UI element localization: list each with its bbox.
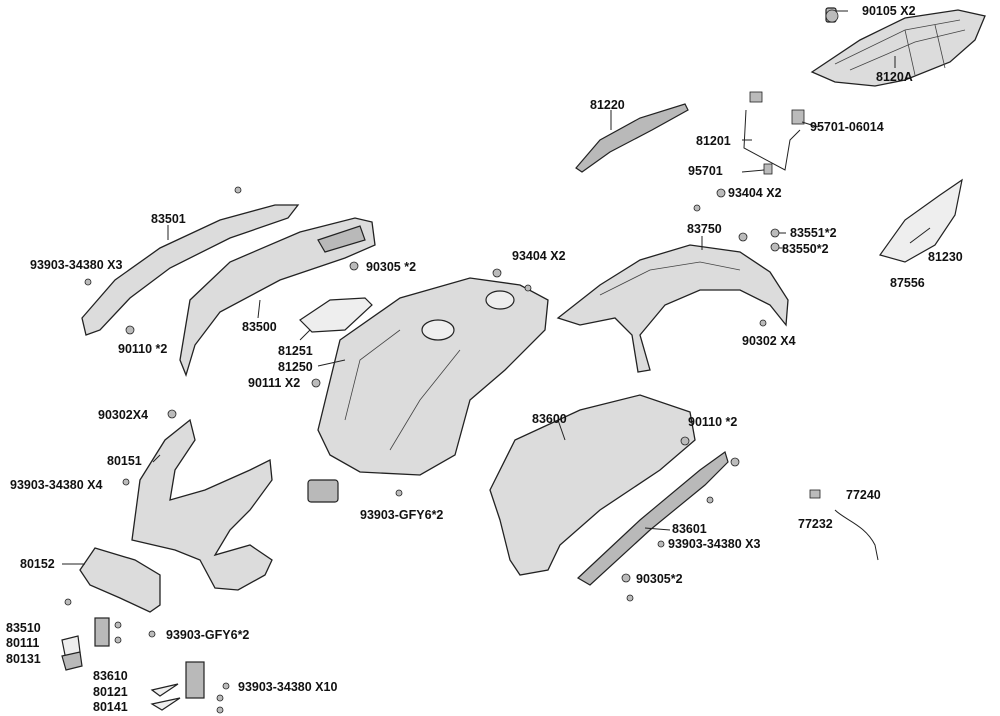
label-81220: 81220 (590, 98, 625, 112)
label-93903-x3-left: 93903-34380 X3 (30, 258, 123, 272)
label-83501: 83501 (151, 212, 186, 226)
label-81201: 81201 (696, 134, 731, 148)
screws-and-clips (64, 9, 839, 714)
label-90302x4: 90302X4 (98, 408, 149, 422)
reflector-80141-part (150, 697, 181, 711)
label-81230: 81230 (928, 250, 963, 264)
label-93903-gfy6-bottom: 93903-GFY6*2 (166, 628, 250, 642)
cable-part (834, 509, 879, 561)
front-lower-cover-part (79, 547, 161, 613)
side-strip-part (577, 451, 729, 586)
label-90302-x4: 90302 X4 (742, 334, 796, 348)
label-80131: 80131 (6, 652, 41, 666)
label-81250: 81250 (278, 360, 313, 374)
label-83600: 83600 (532, 412, 567, 426)
label-80151: 80151 (107, 454, 142, 468)
label-80152: 80152 (20, 557, 55, 571)
label-83601: 83601 (672, 522, 707, 536)
label-80121: 80121 (93, 685, 128, 699)
label-90305-top: 90305 *2 (366, 260, 417, 274)
bracket-83610-part (185, 661, 205, 699)
front-inner-cover-part (131, 418, 273, 591)
label-93903-x10: 93903-34380 X10 (238, 680, 338, 694)
label-95701-06014: 95701-06014 (810, 120, 884, 134)
label-93903-x4: 93903-34380 X4 (10, 478, 103, 492)
label-80141: 80141 (93, 700, 128, 714)
reflector-80121-part (150, 683, 179, 697)
helmet-box-part (317, 277, 549, 476)
label-81251: 81251 (278, 344, 313, 358)
label-93404-top: 93404 X2 (728, 186, 782, 200)
label-83500: 83500 (242, 320, 277, 334)
label-93903-x3-right: 93903-34380 X3 (668, 537, 761, 551)
hook-bracket-part (743, 91, 805, 175)
label-90110-left: 90110 *2 (118, 342, 168, 356)
label-90110-right: 90110 *2 (688, 415, 738, 429)
label-77240: 77240 (846, 488, 881, 502)
label-87556: 87556 (890, 276, 925, 290)
label-80111: 80111 (6, 636, 40, 650)
rear-fender-part (879, 178, 963, 263)
left-side-cover-part (81, 204, 300, 336)
label-83550: 83550*2 (782, 242, 829, 256)
label-8120a: 8120A (876, 70, 913, 84)
right-side-cover-part (489, 394, 696, 576)
label-83750: 83750 (687, 222, 722, 236)
label-90105: 90105 X2 (862, 4, 916, 18)
latch-part (307, 479, 339, 503)
label-83510: 83510 (6, 621, 41, 635)
label-90111: 90111 X2 (248, 376, 301, 390)
bracket-83510-part (94, 617, 110, 647)
trim-strip-part (575, 103, 689, 173)
label-93903-gfy6-mid: 93903-GFY6*2 (360, 508, 444, 522)
body-side-cover-part (179, 217, 376, 377)
label-93404-mid: 93404 X2 (512, 249, 566, 263)
rear-top-cover-part (556, 244, 789, 373)
label-95701: 95701 (688, 164, 723, 178)
label-83551: 83551*2 (790, 226, 837, 240)
label-77232: 77232 (798, 517, 833, 531)
label-90305-bottom: 90305*2 (636, 572, 683, 586)
label-83610: 83610 (93, 669, 128, 683)
reflector-80131-part (61, 651, 83, 671)
cover-lid-part (299, 297, 373, 333)
